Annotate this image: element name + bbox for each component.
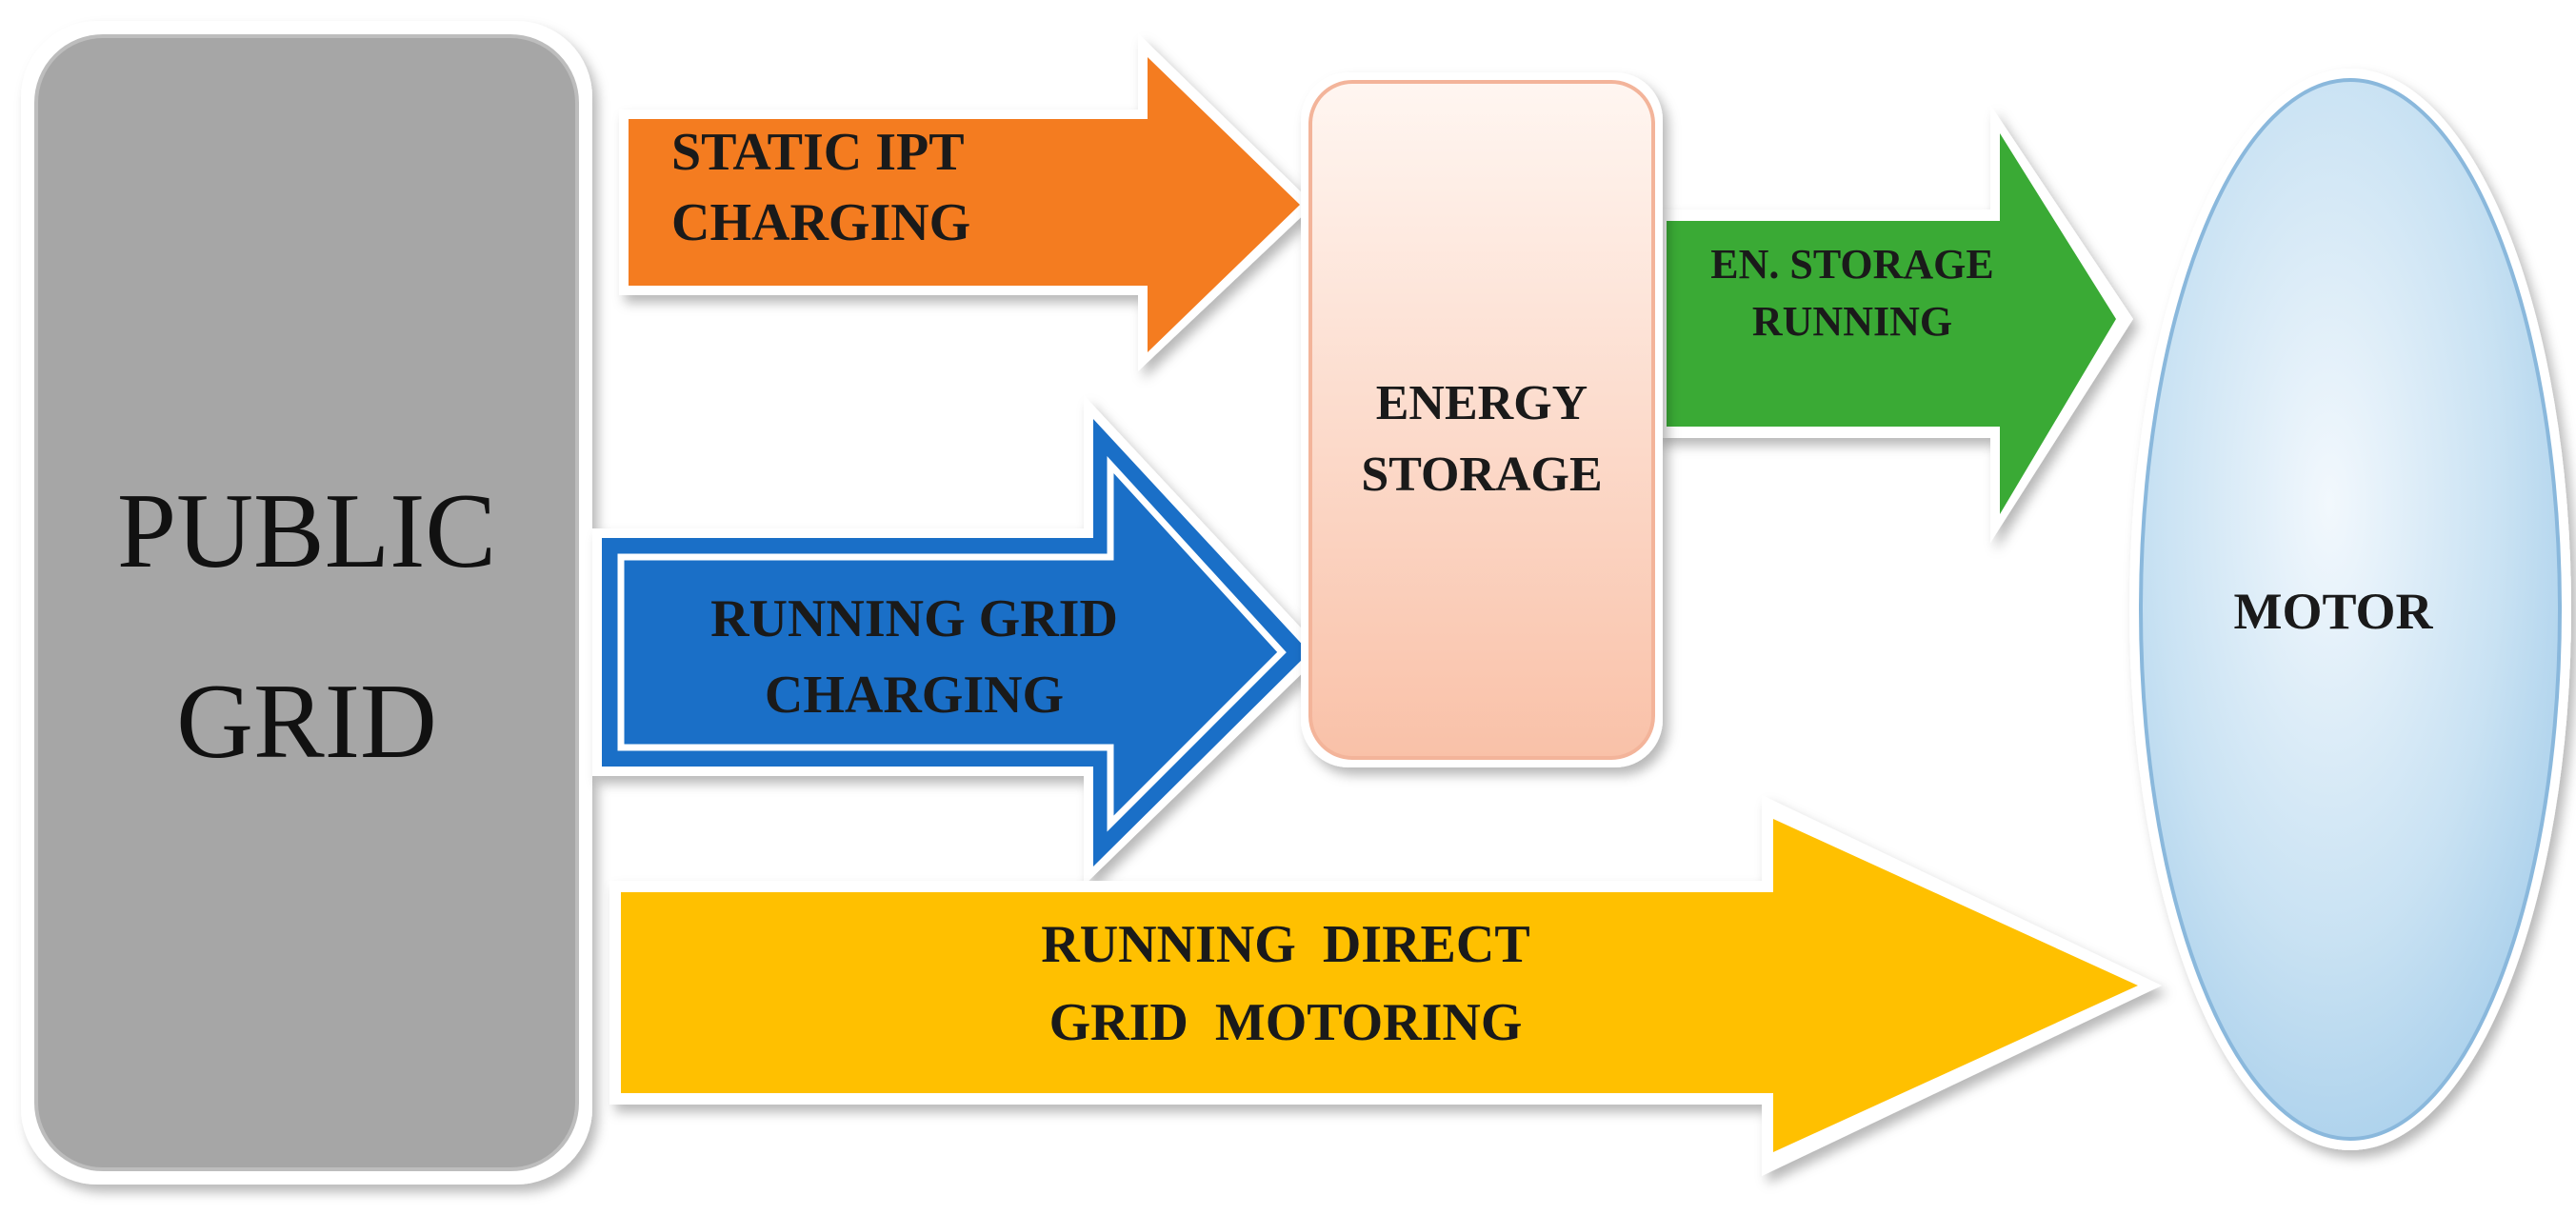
static-ipt-charging-arrow: STATIC IPT CHARGING [619,33,1314,371]
static-ipt-label-line1: STATIC IPT [671,123,965,182]
running-grid-label-line1: RUNNING GRID [710,589,1118,648]
en-storage-running-arrow: EN. STORAGE RUNNING [1657,105,2133,543]
running-grid-arrow-inner-outline [617,455,1287,832]
en-storage-label-line1: EN. STORAGE [1710,241,1994,288]
public-grid-label-line1: PUBLIC [117,472,496,590]
en-storage-label-line2: RUNNING [1752,298,1952,345]
running-grid-label-line2: CHARGING [765,666,1064,725]
energy-storage-label-line1: ENERGY [1376,376,1588,430]
motor-ellipse [2139,78,2562,1141]
running-grid-arrow-outer [602,419,1309,866]
direct-grid-arrow-shape [621,819,2138,1152]
direct-grid-label-line1: RUNNING DIRECT [1041,915,1529,974]
motor-node: MOTOR [2129,69,2571,1150]
direct-grid-label-line2: GRID MOTORING [1049,993,1523,1052]
motor-label: MOTOR [2233,583,2433,640]
static-ipt-arrow-shape [629,57,1300,352]
public-grid-label-line2: GRID [176,663,437,781]
energy-storage-box [1308,80,1655,760]
energy-storage-node: ENERGY STORAGE [1301,72,1663,767]
public-grid-box [34,34,579,1171]
energy-storage-label-line2: STORAGE [1361,448,1602,502]
en-storage-arrow-shape [1667,133,2116,514]
static-ipt-label-line2: CHARGING [671,193,970,252]
direct-grid-motoring-arrow: RUNNING DIRECT GRID MOTORING [609,795,2162,1176]
running-grid-charging-arrow: RUNNING GRID CHARGING [592,395,1324,886]
public-grid-node: PUBLIC GRID [21,21,592,1185]
